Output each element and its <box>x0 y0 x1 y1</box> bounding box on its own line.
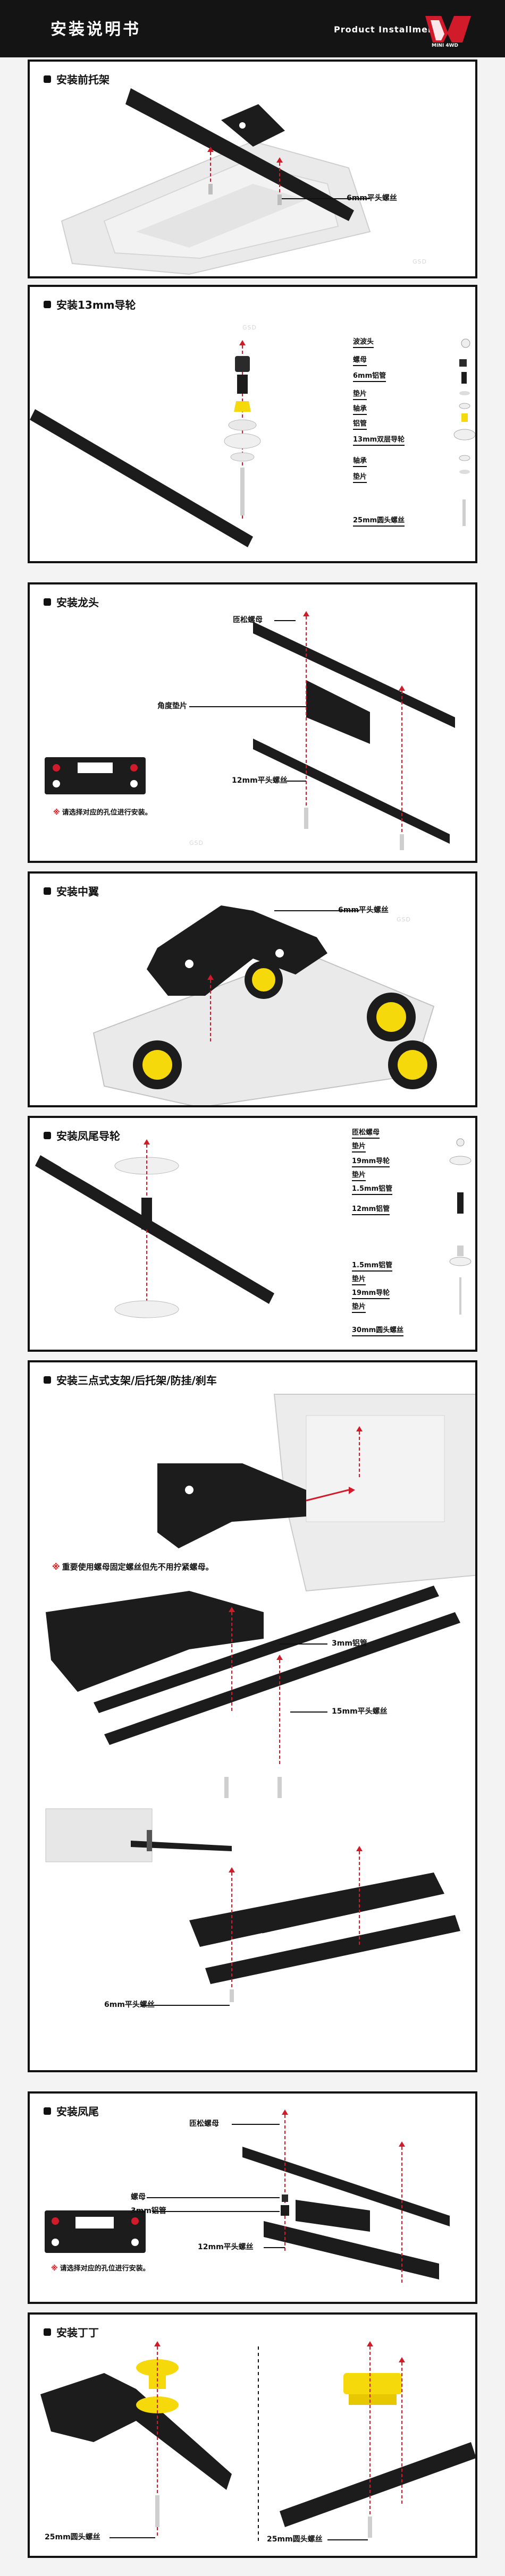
watermark: GSD <box>413 258 427 265</box>
legend-item: 垫片 <box>352 1140 366 1153</box>
front-bracket-illustration <box>61 88 371 275</box>
legend-item: 铝管 <box>353 418 367 430</box>
section-front-skid: 安装龙头 匝松螺母 角度垫片 12mm平头螺丝 ※请选择对应的孔位进行安装。 G… <box>28 582 477 863</box>
callout-12mm-flat-screw: 12mm平头螺丝 <box>232 776 288 785</box>
section-rear-roller: 安装凤尾导轮 匝松螺母 垫片 19mm导轮 垫片 1.5mm铝管 12mm铝管 … <box>28 1116 477 1352</box>
section-title: 安装凤尾 <box>44 2103 99 2119</box>
callout-6mm-flat-screw: 6mm平头螺丝 <box>347 194 397 202</box>
roller-illustration <box>30 338 475 547</box>
install-note: ※请选择对应的孔位进行安装。 <box>51 2265 150 2273</box>
legend-item: 19mm导轮 <box>352 1287 390 1299</box>
legend-item: 波波头 <box>353 336 374 348</box>
bullet-icon <box>44 1376 51 1384</box>
callout-3mm-aluminum-tube: 3mm铝管 <box>332 1639 367 1648</box>
legend-item: 匝松螺母 <box>352 1126 380 1139</box>
bullet-icon <box>44 300 51 308</box>
legend-item: 垫片 <box>353 471 367 483</box>
section-title: 安装中翼 <box>44 883 99 899</box>
bullet-icon <box>44 2328 51 2336</box>
section-title: 安装13mm导轮 <box>44 296 136 312</box>
legend-item: 25mm圆头螺丝 <box>353 514 405 527</box>
callout-25mm-round-screw-left: 25mm圆头螺丝 <box>45 2533 100 2541</box>
bullet-icon <box>44 598 51 606</box>
middle-wing-illustration <box>92 905 437 1105</box>
bullet-icon <box>44 2107 51 2115</box>
legend-item: 轴承 <box>353 403 367 415</box>
svg-text:MINI 4WD: MINI 4WD <box>432 43 458 48</box>
legend-item: 6mm铝管 <box>353 370 386 382</box>
callout-nyloc-nut: 匝松螺母 <box>233 616 263 624</box>
dingding-illustration <box>40 2341 475 2543</box>
section-front-bracket: 安装前托架 6mm平头螺丝 GSD <box>28 60 477 278</box>
callout-25mm-round-screw-right: 25mm圆头螺丝 <box>267 2535 323 2544</box>
page-header: 安装说明书 Product Installment MINI 4WD <box>0 0 505 57</box>
bullet-icon <box>44 75 51 83</box>
section-title: 安装丁丁 <box>44 2324 99 2340</box>
section-rear-bracket: 安装三点式支架/后托架/防挂/刹车 <box>28 1360 477 2072</box>
legend-item: 1.5mm铝管 <box>352 1259 393 1272</box>
important-note: ※重要使用螺母固定螺丝但先不用拧紧螺母。 <box>52 1562 214 1572</box>
install-note: ※请选择对应的孔位进行安装。 <box>53 809 152 817</box>
section-rear-skid: 安装凤尾 匝松螺母 螺母 3mm铝管 12mm平头螺丝 ※请选择对应的孔位进行安… <box>28 2091 477 2304</box>
callout-12mm-flat-screw: 12mm平头螺丝 <box>198 2243 254 2251</box>
callout-6mm-flat-screw: 6mm平头螺丝 <box>338 906 389 914</box>
legend-item: 垫片 <box>353 388 367 400</box>
legend-item: 19mm导轮 <box>352 1155 390 1167</box>
watermark: GSD <box>242 324 257 331</box>
section-title: 安装龙头 <box>44 594 99 609</box>
legend-item: 垫片 <box>352 1169 366 1181</box>
rear-roller-illustration <box>35 1138 472 1318</box>
callout-6mm-flat-screw: 6mm平头螺丝 <box>104 2001 155 2009</box>
legend-item: 13mm双层导轮 <box>353 434 405 446</box>
callout-3mm-aluminum-tube: 3mm铝管 <box>131 2207 166 2215</box>
legend-item: 螺母 <box>353 354 367 366</box>
bullet-icon <box>44 887 51 895</box>
section-13mm-roller: 安装13mm导轮 波波头 螺母 6mm铝管 垫片 轴承 铝管 13mm双层导轮 … <box>28 285 477 563</box>
legend-item: 轴承 <box>353 455 367 467</box>
bullet-icon <box>44 1131 51 1139</box>
legend-item: 垫片 <box>352 1273 366 1285</box>
callout-angle-spacer: 角度垫片 <box>157 702 187 710</box>
section-title: 安装三点式支架/后托架/防挂/刹车 <box>44 1372 217 1387</box>
brand-logo: MINI 4WD <box>425 16 471 48</box>
section-middle-wing: 安装中翼 6mm平头螺丝 GSD <box>28 871 477 1107</box>
callout-15mm-flat-screw: 15mm平头螺丝 <box>332 1707 388 1716</box>
legend-item: 12mm铝管 <box>352 1203 390 1215</box>
legend-item: 垫片 <box>352 1301 366 1313</box>
section-dingding: 安装丁丁 25mm圆头螺丝 25mm圆头螺丝 <box>28 2312 477 2558</box>
section-title: 安装前托架 <box>44 71 110 87</box>
page-title: 安装说明书 <box>50 20 141 39</box>
rear-skid-illustration <box>45 2109 450 2285</box>
watermark: GSD <box>189 840 204 846</box>
legend-item: 1.5mm铝管 <box>352 1183 393 1195</box>
rear-bracket-illustration <box>45 1394 475 2006</box>
callout-nyloc-nut: 匝松螺母 <box>189 2120 219 2128</box>
page-subtitle: Product Installment <box>334 24 439 35</box>
section-title: 安装凤尾导轮 <box>44 1128 120 1143</box>
legend-item: 30mm圆头螺丝 <box>352 1324 404 1336</box>
front-skid-illustration <box>45 611 455 850</box>
callout-nut: 螺母 <box>131 2193 146 2201</box>
watermark: GSD <box>397 916 411 923</box>
